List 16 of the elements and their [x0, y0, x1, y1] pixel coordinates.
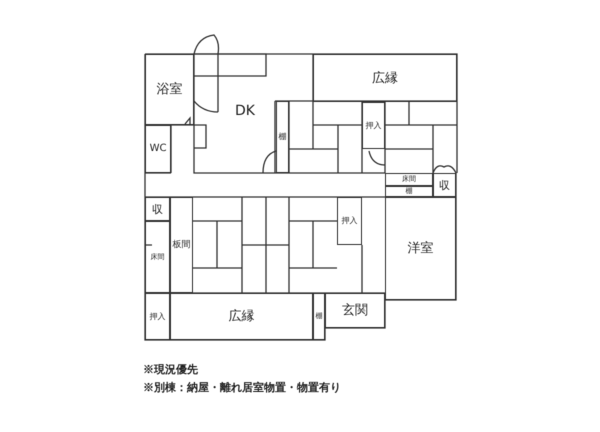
note: ※別棟：納屋・離れ居室物置・物置有り: [143, 382, 341, 393]
shelf: 棚: [276, 101, 289, 173]
room: 浴室: [145, 54, 194, 125]
room: 板間: [170, 197, 193, 293]
room: 玄関: [325, 293, 385, 328]
closet: 押入: [362, 102, 385, 149]
room-label: DK: [235, 104, 255, 118]
note: ※現況優先: [143, 364, 198, 375]
closet: 押入: [337, 197, 362, 245]
room: 広縁: [313, 54, 457, 102]
closet: 押入: [145, 293, 170, 340]
room: 洋室: [385, 197, 456, 300]
storage: 収: [433, 173, 456, 197]
room: WC: [145, 125, 171, 173]
room: 広縁: [170, 293, 313, 340]
storage: 収: [145, 197, 170, 221]
